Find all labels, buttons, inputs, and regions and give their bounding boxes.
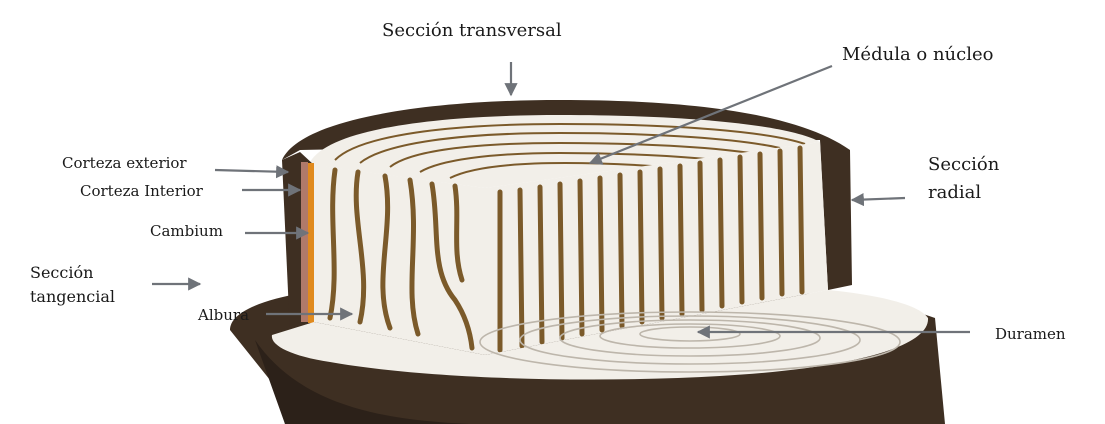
inner-bark-strip [301, 162, 308, 322]
label-medula: Médula o núcleo [842, 44, 993, 65]
arrow-corteza-exterior [215, 170, 288, 172]
label-albura: Albura [197, 306, 249, 324]
label-duramen: Duramen [995, 325, 1066, 343]
arrow-seccion-radial [852, 198, 905, 200]
label-seccion-radial-line2: radial [928, 182, 981, 203]
label-corteza-exterior: Corteza exterior [62, 154, 187, 172]
label-seccion-radial-line1: Sección [928, 154, 1000, 175]
tangential-face [314, 165, 485, 355]
label-seccion-tangencial-line2: tangencial [30, 287, 115, 306]
cambium-strip [308, 163, 314, 323]
label-seccion-tangencial-line1: Sección [30, 263, 93, 282]
label-corteza-interior: Corteza Interior [80, 182, 204, 200]
label-seccion-transversal: Sección transversal [382, 20, 562, 41]
label-cambium: Cambium [150, 222, 223, 240]
